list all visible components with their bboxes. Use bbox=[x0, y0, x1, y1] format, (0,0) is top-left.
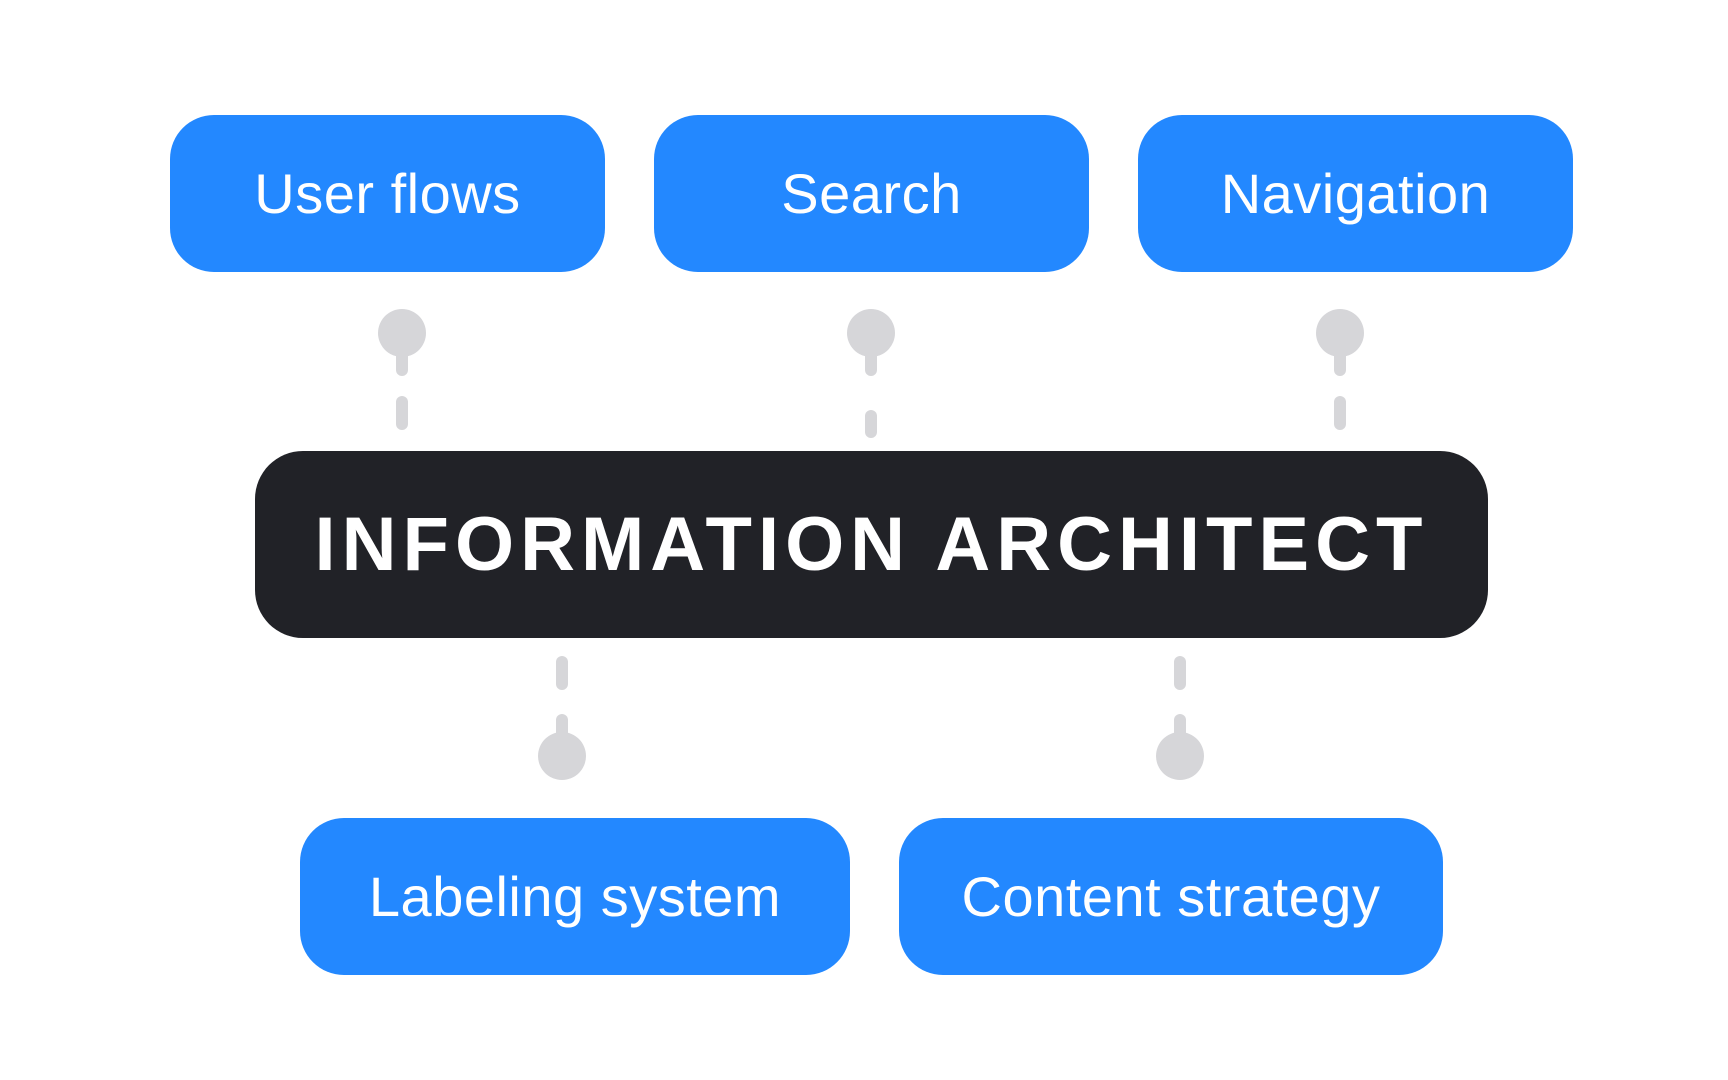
node-labeling-system: Labeling system bbox=[300, 818, 850, 975]
node-label: Search bbox=[781, 162, 962, 225]
node-label: User flows bbox=[254, 162, 521, 225]
node-search: Search bbox=[654, 115, 1089, 272]
connector-dot bbox=[1156, 732, 1204, 780]
node-label: Navigation bbox=[1220, 162, 1491, 225]
node-information-architect: INFORMATION ARCHITECT bbox=[255, 451, 1488, 638]
node-label: Content strategy bbox=[961, 865, 1381, 928]
connector-dot bbox=[847, 309, 895, 357]
connector-content-strategy bbox=[1156, 656, 1204, 780]
center-label: INFORMATION ARCHITECT bbox=[314, 502, 1429, 587]
node-navigation: Navigation bbox=[1138, 115, 1573, 272]
connector-dot bbox=[1316, 309, 1364, 357]
connector-dot bbox=[378, 309, 426, 357]
node-content-strategy: Content strategy bbox=[899, 818, 1443, 975]
connector-user-flows bbox=[378, 309, 426, 430]
node-user-flows: User flows bbox=[170, 115, 605, 272]
node-label: Labeling system bbox=[368, 865, 782, 928]
connector-search bbox=[847, 309, 895, 438]
connector-labeling-system bbox=[538, 656, 586, 780]
connector-navigation bbox=[1316, 309, 1364, 430]
connector-dot bbox=[538, 732, 586, 780]
